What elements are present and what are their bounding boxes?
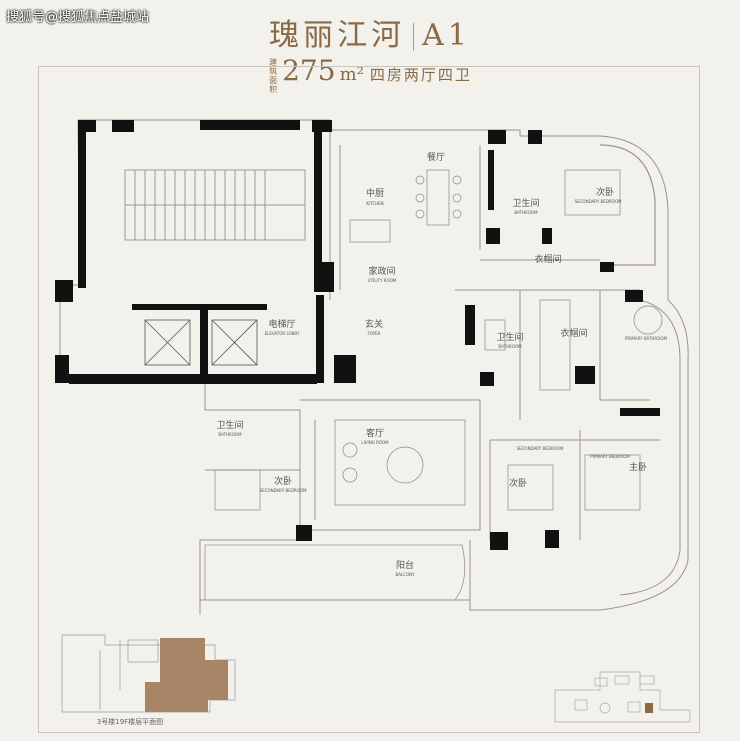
label-dining: 餐厅 (427, 151, 445, 163)
structural-walls (55, 120, 660, 550)
site-plan-marker (645, 703, 653, 713)
label-secondary-bed-top: 次卧 (596, 186, 614, 198)
area-value: 275 (282, 54, 336, 87)
key-plan-highlight (145, 638, 228, 712)
label-living-en: LIVING ROOM (361, 440, 389, 445)
staircase (124, 169, 306, 241)
label-secondary-bed-left: 次卧 (274, 475, 292, 487)
area-unit: m² (339, 64, 364, 85)
balcony-area (204, 544, 466, 601)
label-secondary-bed-top-en: SECONDARY BEDROOM (575, 199, 622, 204)
label-foyer-en: FOYER (368, 331, 381, 336)
label-master-bath-en: PRIMARY BATHROOM (625, 336, 667, 341)
unit-code: A1 (422, 18, 471, 53)
label-bath-mid: 卫生间 (496, 331, 523, 343)
label-housekeeping-en: UTILITY ROOM (368, 278, 397, 283)
label-foyer: 玄关 (365, 318, 383, 330)
label-elevator-hall-en: ELEVATOR LOBBY (265, 331, 300, 336)
key-plan: 3号楼19F楼层平面图 (61, 634, 236, 726)
label-bath-left: 卫生间 (216, 419, 243, 431)
label-elevator-hall: 电梯厅 (268, 318, 295, 330)
furniture (214, 169, 663, 511)
label-balcony-en: BALCONY (395, 572, 415, 577)
label-cloak-master: 衣帽间 (560, 327, 587, 339)
room-config: 四房两厅四卫 (369, 66, 472, 84)
label-secondary-bed-right: 次卧 (509, 477, 527, 489)
label-kitchen: 中厨 (366, 187, 384, 199)
key-plan-caption: 3号楼19F楼层平面图 (97, 717, 163, 726)
label-housekeeping: 家政间 (368, 265, 395, 277)
label-bath-top-en: BATHROOM (514, 210, 538, 215)
label-kitchen-en: KITCHEN (366, 201, 383, 206)
label-living: 客厅 (366, 427, 384, 439)
label-secondary-bed-left-en: SECONDARY BEDROOM (260, 488, 307, 493)
label-master-bed-en: PRIMARY BEDROOM (590, 454, 630, 459)
page-title: 瑰丽江河 A1 (0, 10, 740, 54)
label-master-bed: 主卧 (629, 461, 647, 473)
label-cloak-top: 衣帽间 (534, 253, 561, 265)
watermark-text: 搜狐号@搜狐焦点盐城站 (6, 10, 150, 25)
area-label: 建筑面积 (269, 57, 278, 94)
title-divider (413, 23, 415, 51)
label-bath-mid-en: BATHROOM (498, 344, 522, 349)
label-bath-top: 卫生间 (512, 197, 539, 209)
label-bath-left-en: BATHROOM (218, 432, 242, 437)
elevator-shafts (144, 319, 258, 366)
project-name: 瑰丽江河 (269, 18, 406, 53)
plan-frame (38, 66, 700, 733)
label-balcony: 阳台 (396, 559, 414, 571)
label-secondary-bed-right-en: SECONDARY BEDROOM (517, 446, 564, 451)
site-plan (554, 671, 691, 723)
